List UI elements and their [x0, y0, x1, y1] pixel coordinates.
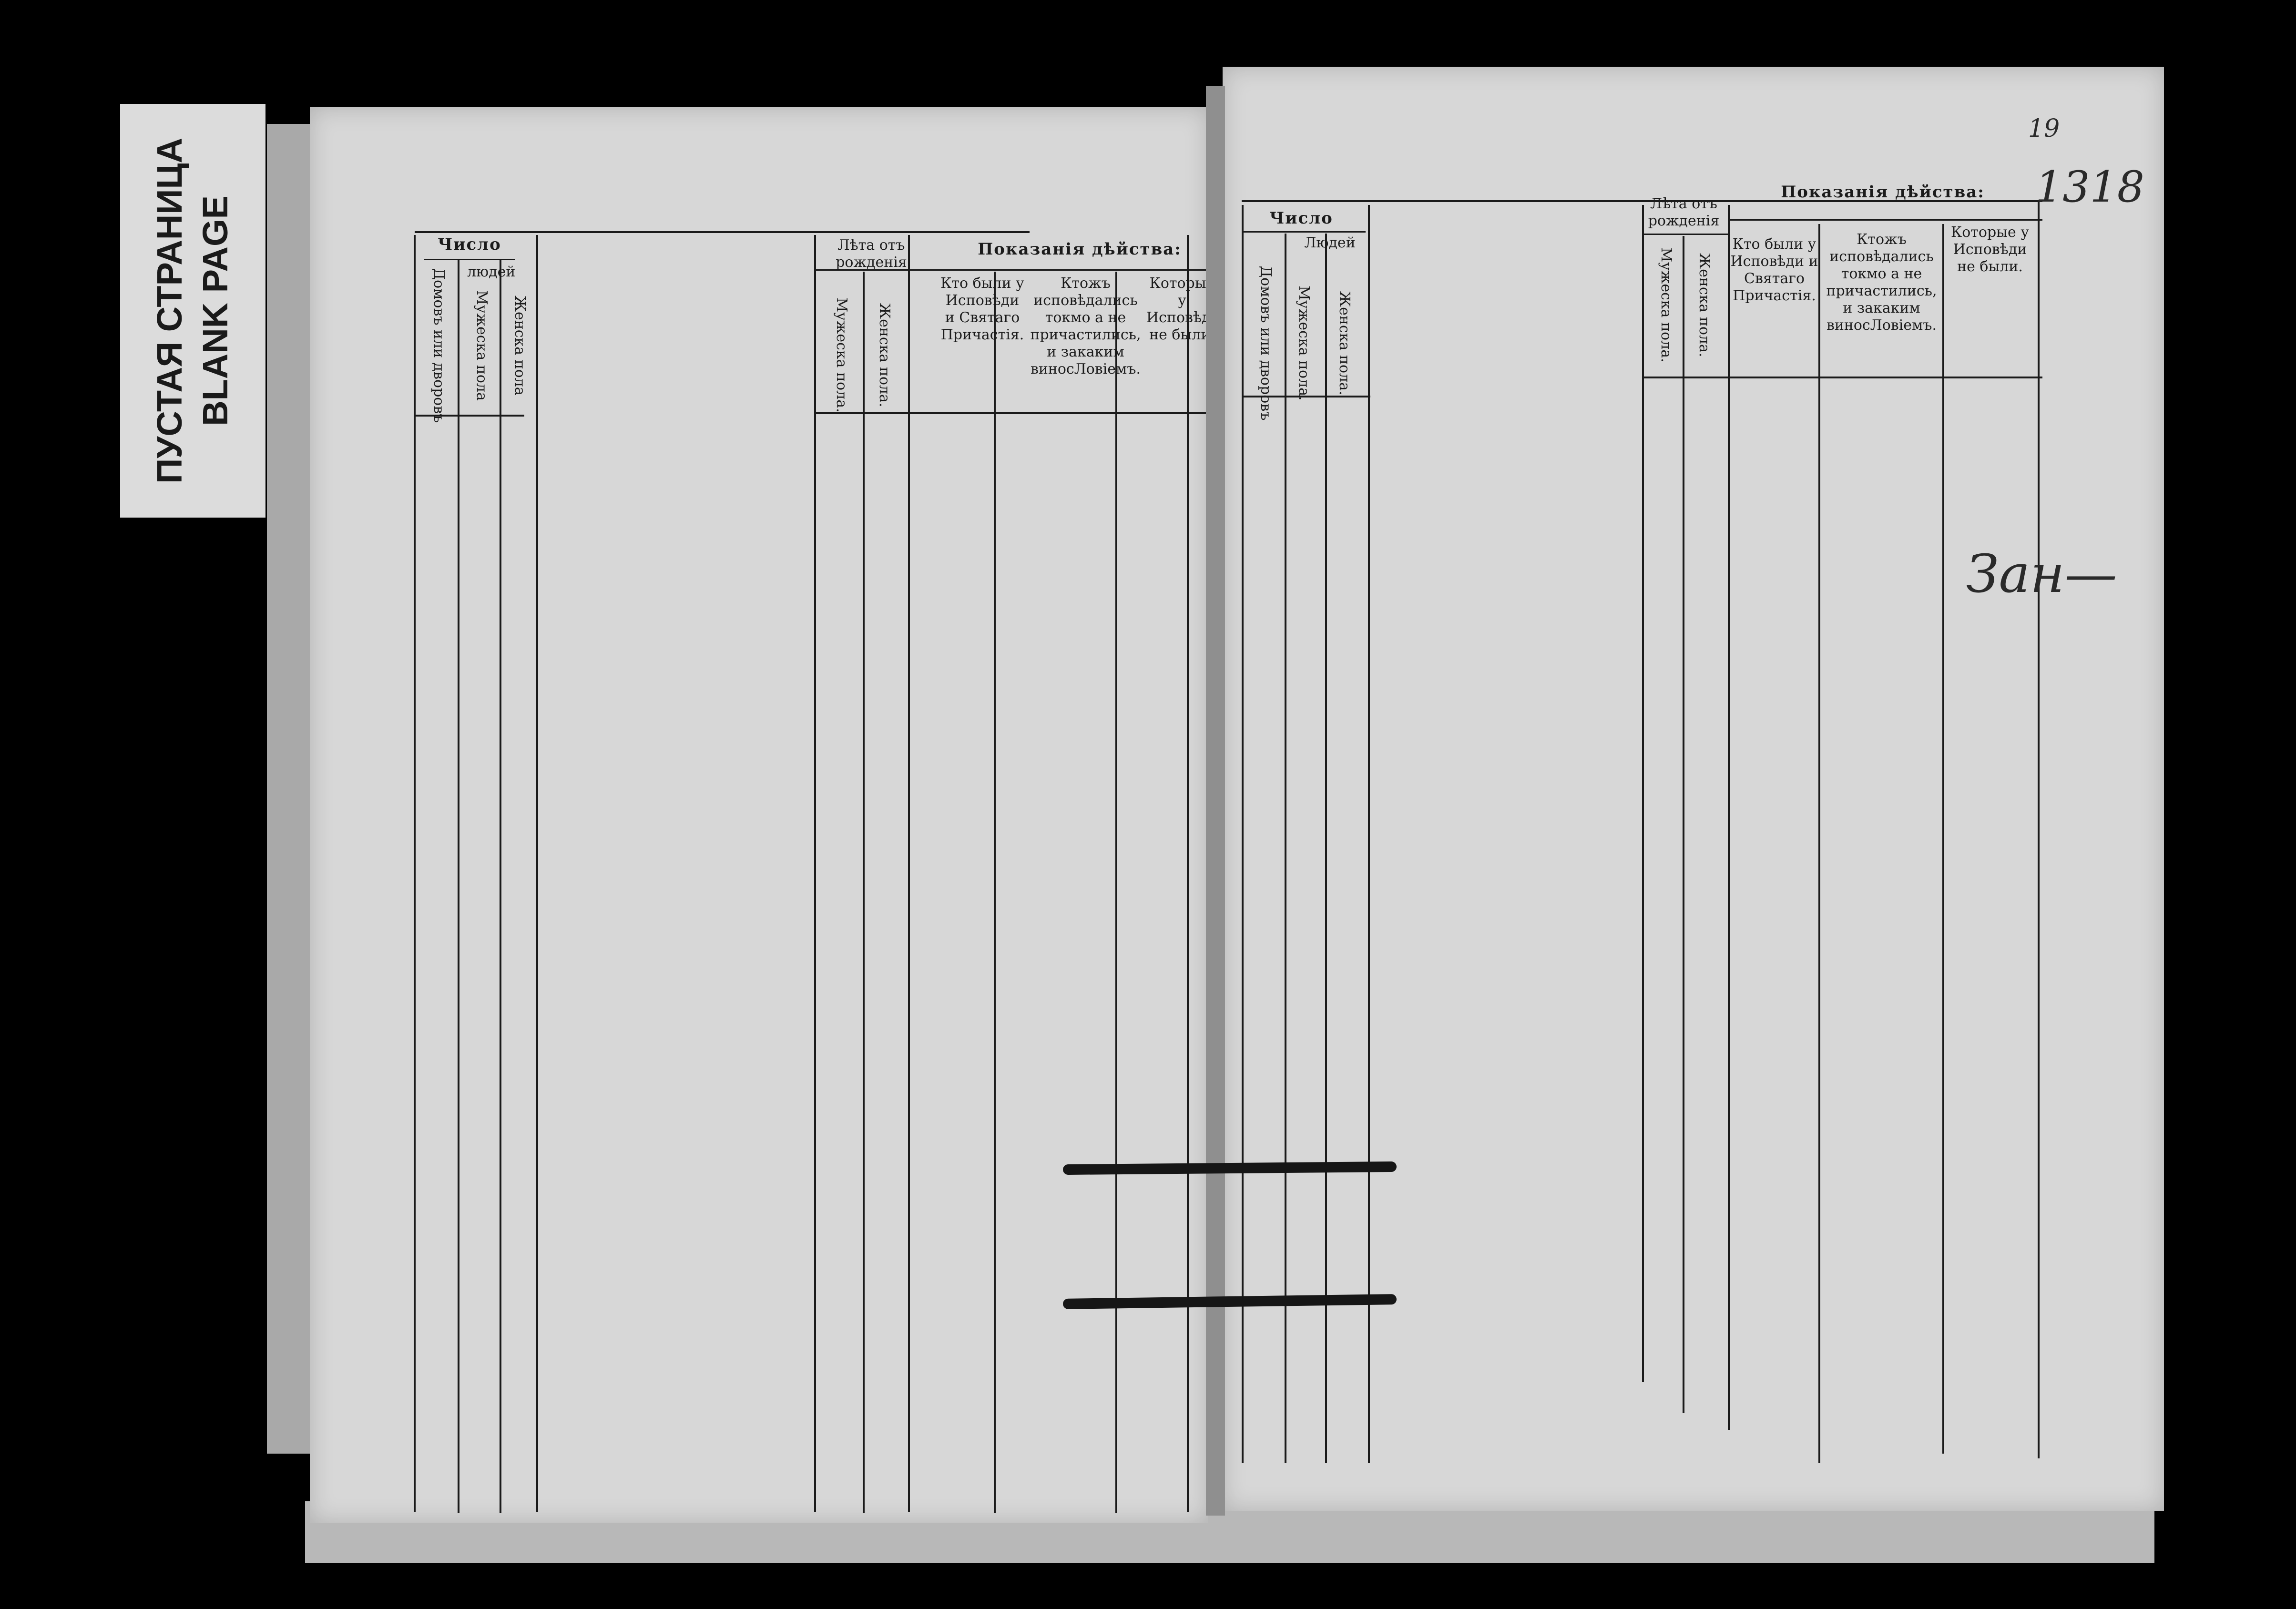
right-header-age-male: Мужеска пола. — [1658, 247, 1674, 363]
left-header-people: людей — [467, 264, 516, 280]
blank-page-label — [120, 104, 265, 518]
label-line-russian: ПУСТАЯ СТРАНИЦА — [150, 138, 189, 484]
right-header-age-female: Женска пола. — [1696, 253, 1713, 357]
right-page: Число Людей Домовъ или дворовъ Мужеска п… — [1223, 67, 2164, 1511]
right-header-col2: Ктожъ исповѣдались токмо а не причастили… — [1826, 231, 1937, 334]
left-header-age-male: Мужеска пола. — [833, 297, 850, 413]
right-header-age: Лѣта отъ рожденія — [1648, 195, 1720, 229]
label-line-english: BLANK PAGE — [195, 195, 235, 426]
book-gutter — [1206, 86, 1225, 1516]
right-header-col1: Кто были у Исповѣди и Святаго Причастія. — [1730, 236, 1818, 304]
left-header-houses: Домовъ или дворовъ — [430, 268, 447, 423]
left-header-number: Число — [438, 235, 501, 254]
left-header-col2: Ктожъ исповѣдались токмо а не причастили… — [1030, 275, 1141, 377]
right-header-col3: Которые у Исповѣди не были. — [1951, 224, 2029, 275]
left-header-age-female: Женска пола. — [876, 303, 893, 407]
left-header-col1: Кто были у Исповѣди и Святаго Причастія. — [940, 275, 1024, 343]
page-stack-left-edge — [267, 124, 312, 1454]
right-header-female: Женска пола. — [1336, 291, 1353, 396]
left-header-showing: Показанія дѣйства: — [978, 240, 1182, 259]
right-header-showing: Показанія дѣйства: — [1781, 183, 1985, 202]
margin-note: Зан— — [1966, 543, 2117, 604]
left-header-male: Мужеска пола — [473, 290, 490, 401]
folio-number: 19 — [2028, 114, 2060, 143]
blank-page-label-text: ПУСТАЯ СТРАНИЦА BLANK PAGE — [147, 138, 238, 484]
handwritten-number: 1318 — [2035, 162, 2145, 212]
right-header-number: Число — [1269, 209, 1333, 228]
left-header-female: Женска пола — [511, 295, 528, 396]
left-page: Число людей Домовъ или дворовъ Мужеска п… — [310, 107, 1225, 1523]
right-header-people: Людей — [1304, 234, 1356, 251]
right-header-male: Мужеска пола. — [1296, 285, 1312, 401]
left-header-age: Лѣта отъ рожденія — [836, 237, 907, 271]
